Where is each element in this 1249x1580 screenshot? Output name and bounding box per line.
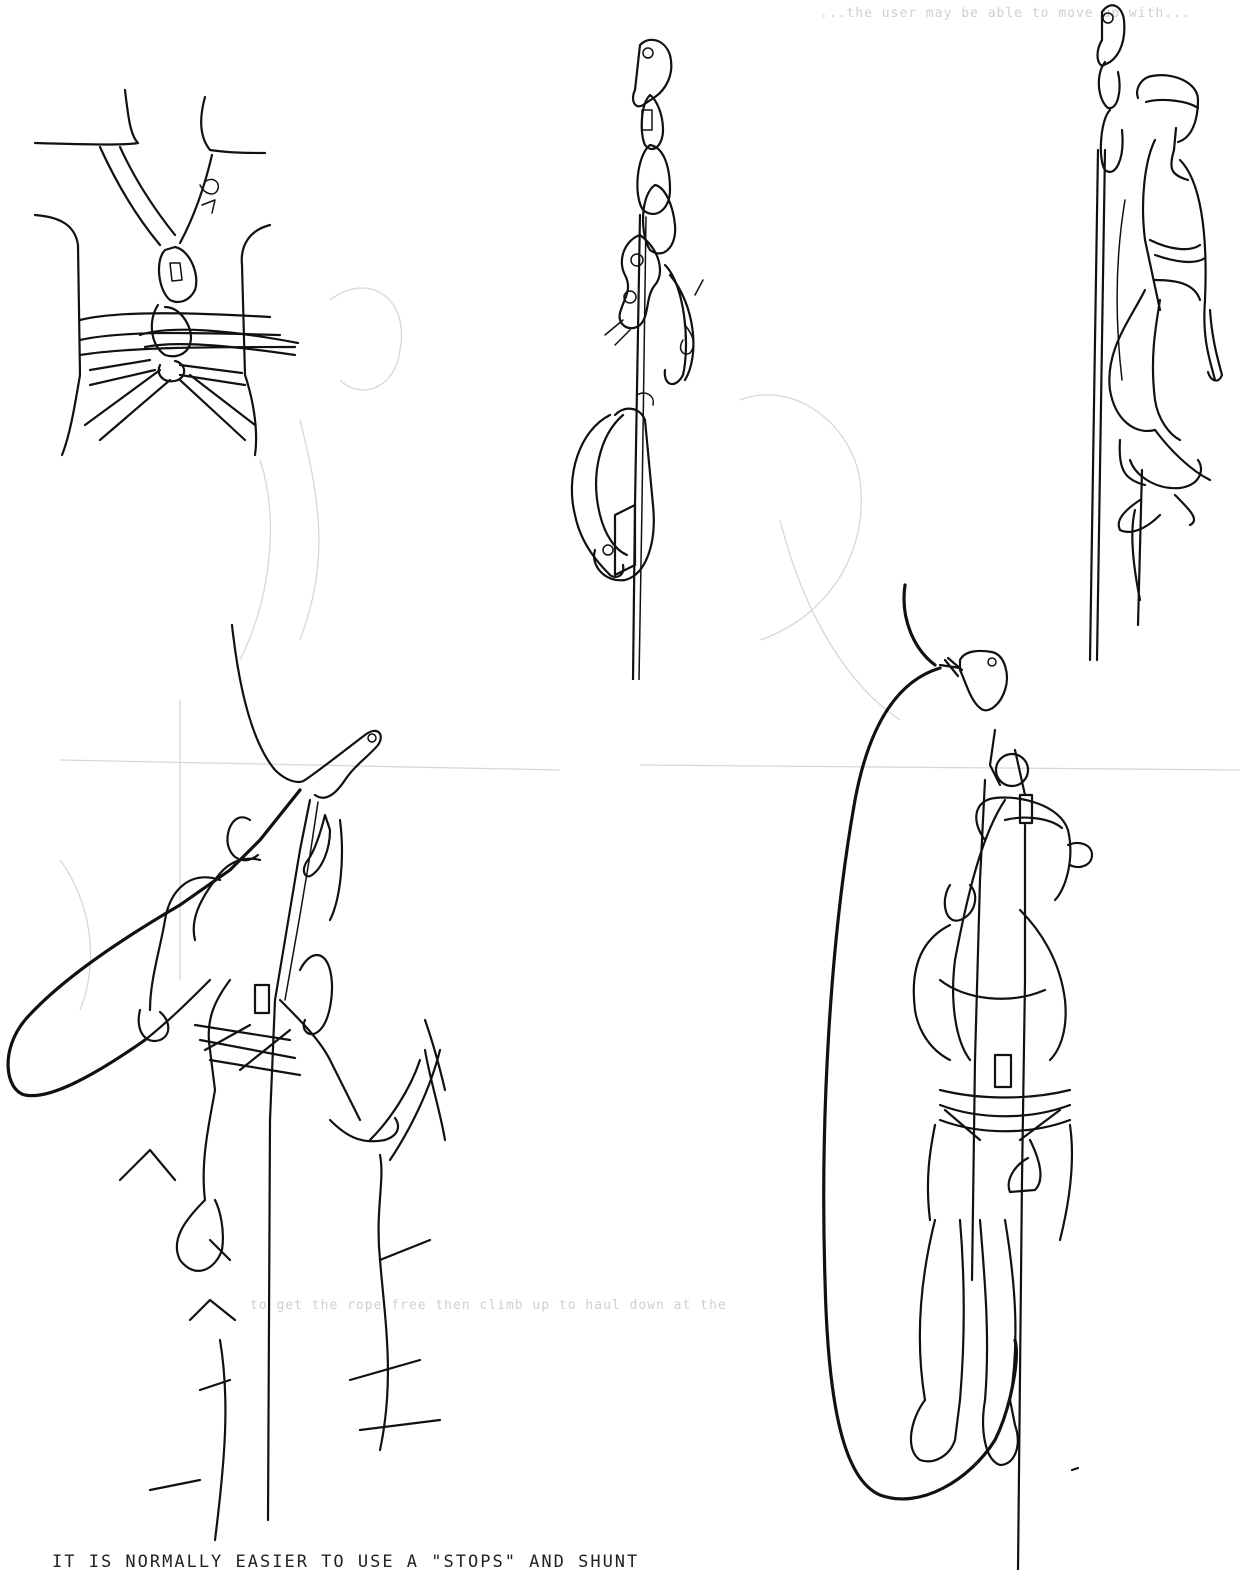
illustration-climber-ascending [1060,0,1249,665]
illustration-climber-hanging [800,580,1100,1570]
illustration-climber-on-rock [0,620,470,1550]
caption-text: IT IS NORMALLY EASIER TO USE A "STOPS" A… [52,1552,639,1578]
illustration-rope-ascender-setup [545,35,715,680]
illustration-harness-chest-rig [30,85,310,465]
